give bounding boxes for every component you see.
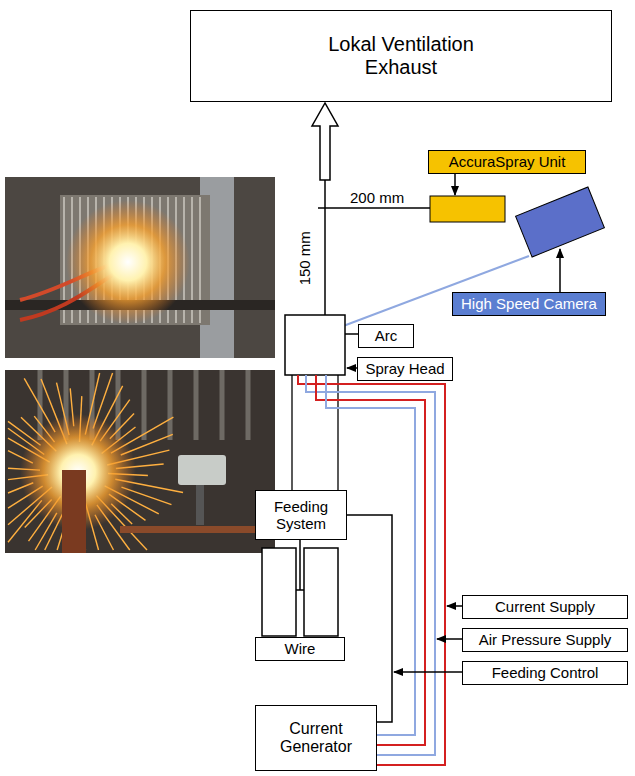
leader-arrow xyxy=(347,367,357,369)
exhaust-arrow xyxy=(312,103,338,180)
panel-bar xyxy=(194,370,199,440)
panel-bar xyxy=(246,370,251,440)
dimension-label: 200 mm xyxy=(348,190,406,207)
photo-setup xyxy=(5,177,275,358)
node-text: Current Supply xyxy=(495,598,595,615)
axis-line xyxy=(324,180,326,331)
node-text: Feeding Control xyxy=(492,664,599,681)
exhaust-box: Lokal Ventilation Exhaust xyxy=(190,10,612,102)
leader-arrow xyxy=(437,638,462,640)
supply-box: Current Supply xyxy=(462,595,628,619)
node-text: Air Pressure Supply xyxy=(479,631,612,648)
panel-bar xyxy=(168,370,173,440)
supply-box: Feeding Control xyxy=(462,661,628,685)
wire-spools xyxy=(262,540,338,636)
callout-box: Arc xyxy=(358,324,414,348)
photo-spray xyxy=(5,370,275,553)
leader-arrow xyxy=(447,605,462,607)
process-box: Feeding System xyxy=(255,490,347,540)
accuraspray-device xyxy=(430,196,505,222)
node-text: Current Generator xyxy=(260,720,372,757)
distance-line xyxy=(318,207,430,209)
callout-box: High Speed Camera xyxy=(452,292,606,316)
panel-bar xyxy=(220,370,225,440)
spray-head-body xyxy=(285,315,345,375)
process-box: Wire xyxy=(255,637,345,661)
camera-body xyxy=(516,187,605,257)
panel-bar xyxy=(142,370,147,440)
dimension-label: 150 mm xyxy=(297,229,314,287)
node-text: AccuraSpray Unit xyxy=(449,153,566,170)
callout-box: Spray Head xyxy=(357,357,453,381)
leader-arrow xyxy=(454,173,456,195)
connector-line xyxy=(347,515,392,722)
node-text: Wire xyxy=(285,640,316,657)
leader-arrow xyxy=(394,671,462,673)
node-text: Spray Head xyxy=(365,360,444,377)
node-text: Lokal Ventilation Exhaust xyxy=(296,33,506,79)
supply-box: Air Pressure Supply xyxy=(462,628,628,652)
process-box: Current Generator xyxy=(255,705,377,771)
node-text: High Speed Camera xyxy=(461,295,597,312)
leader-arrow xyxy=(559,249,561,292)
node-text: Feeding System xyxy=(260,498,342,533)
callout-box: AccuraSpray Unit xyxy=(428,150,586,174)
node-text: Arc xyxy=(375,327,398,344)
